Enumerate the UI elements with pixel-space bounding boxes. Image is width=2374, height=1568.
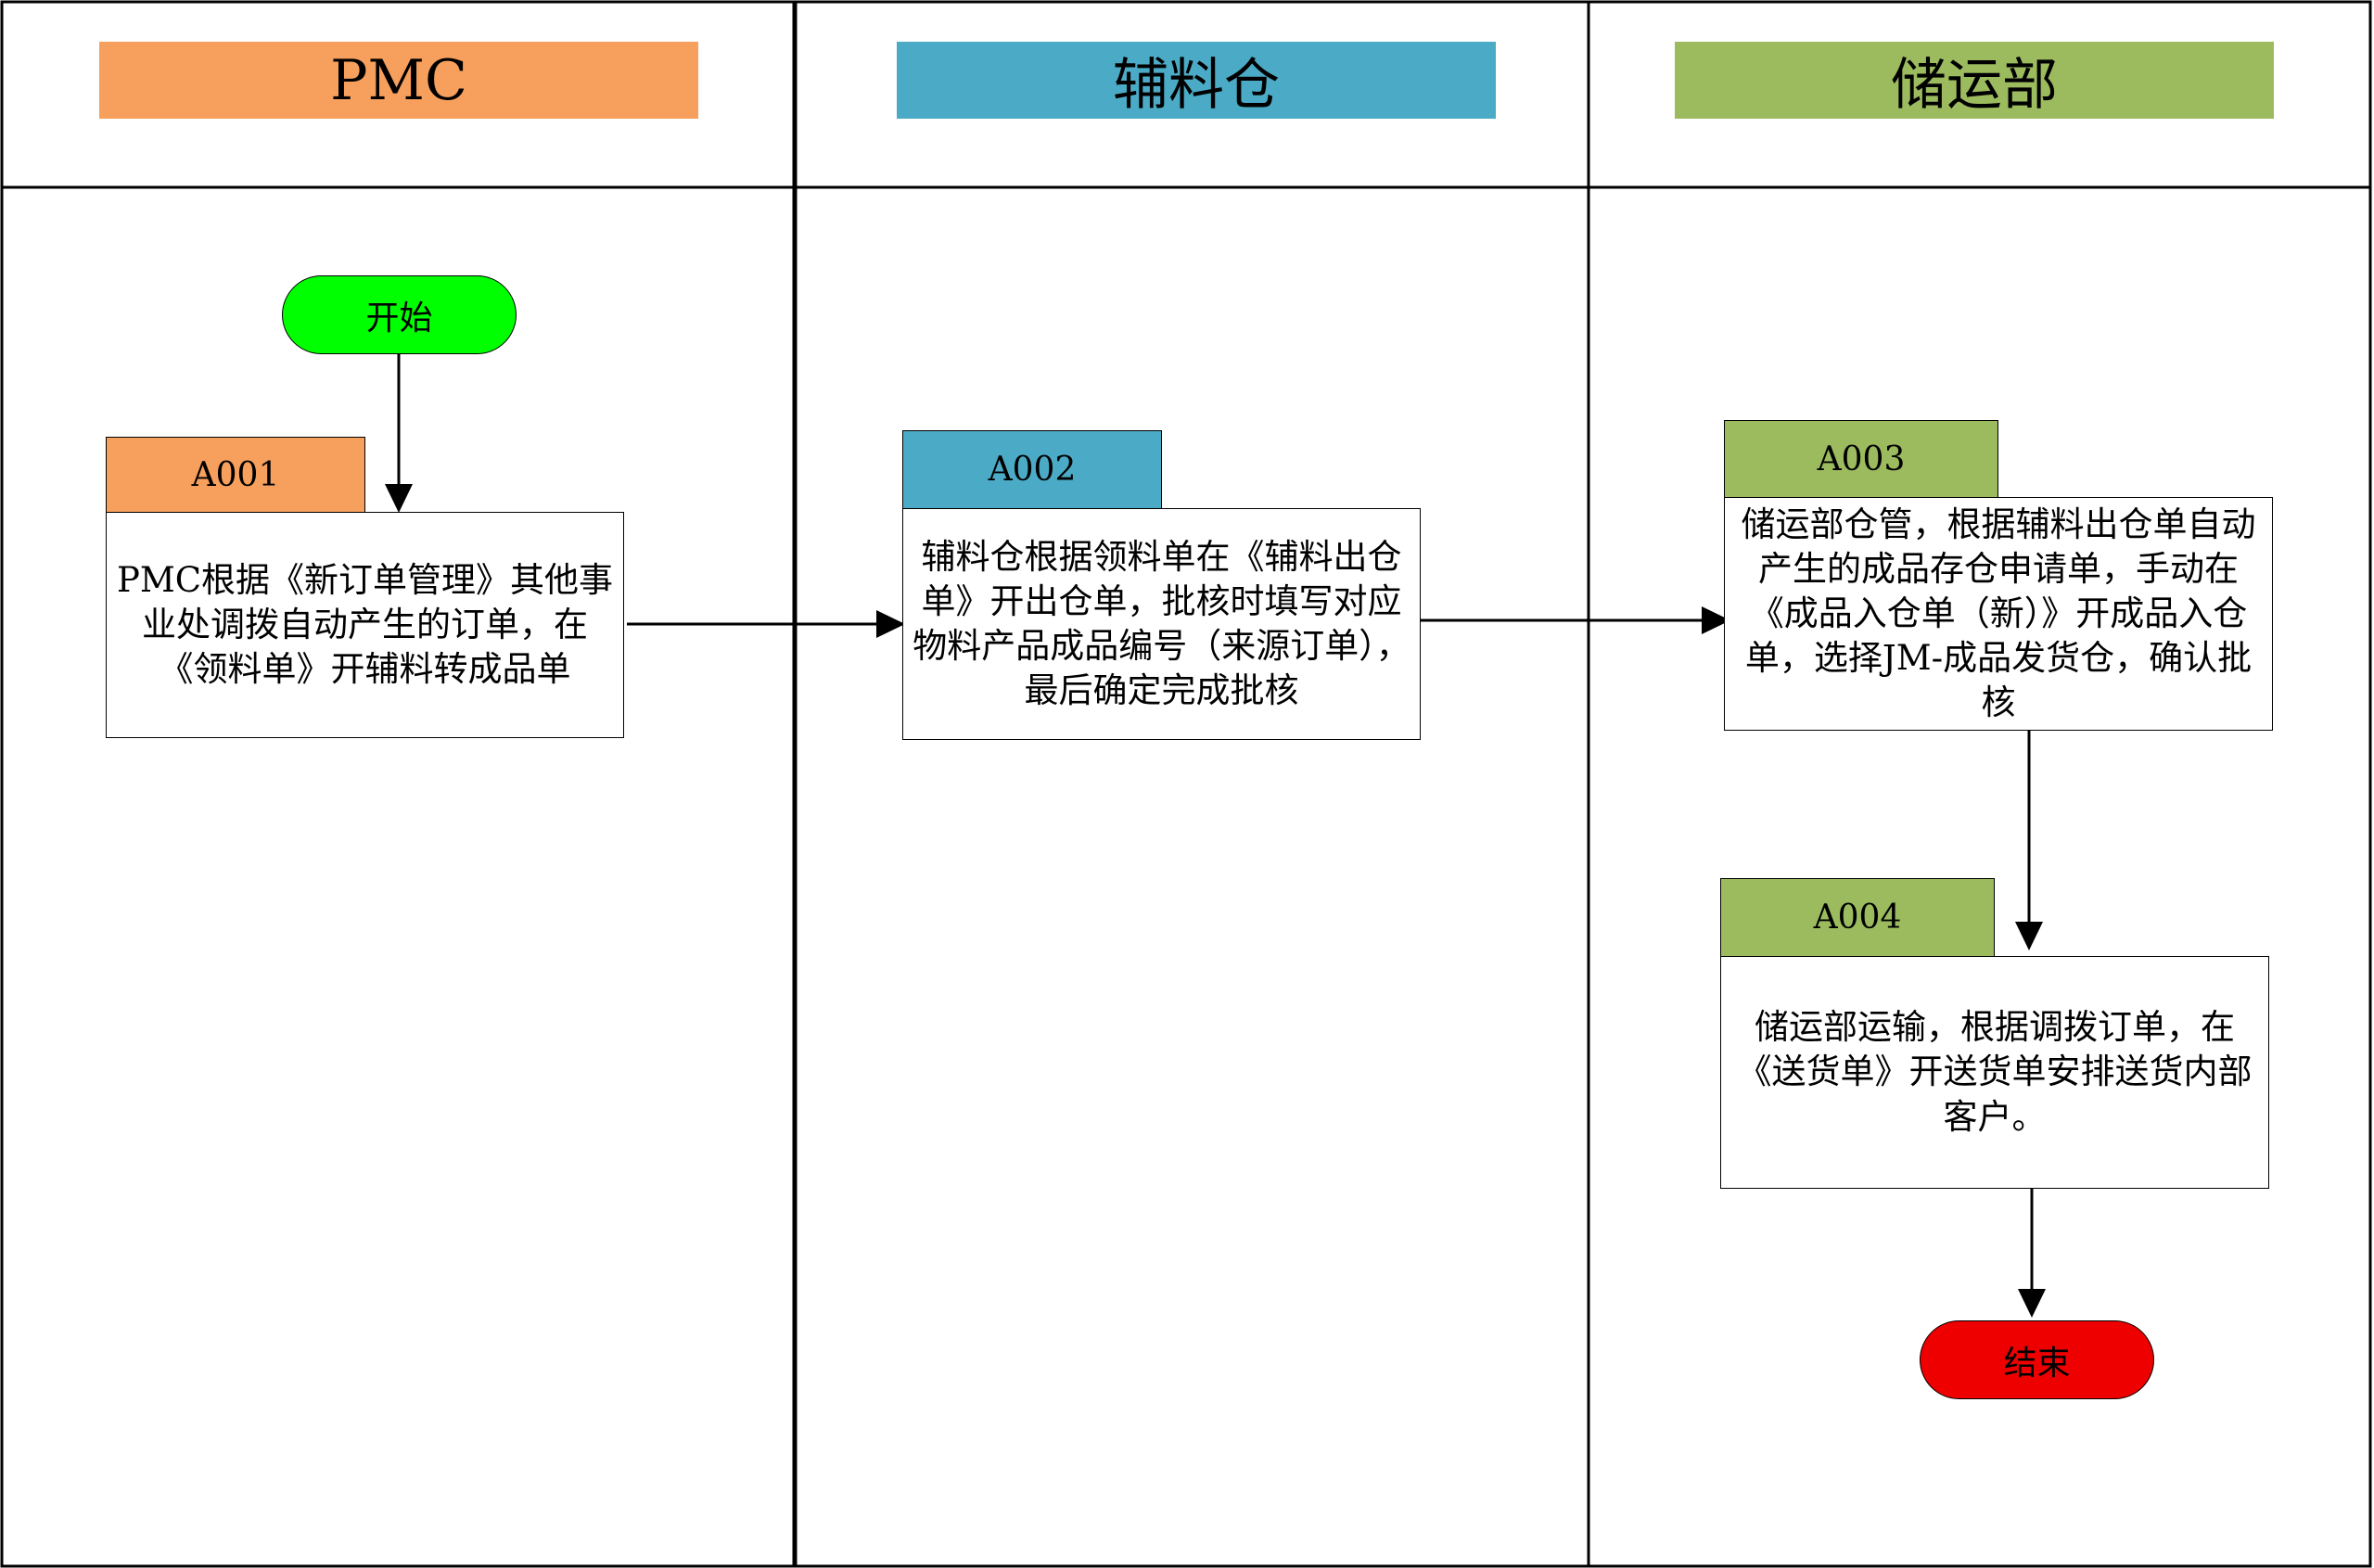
step-a003-box: 储运部仓管，根据辅料出仓单自动产生的成品存仓申请单，手动在《成品入仓单（新）》开…: [1724, 497, 2273, 731]
lane-header-auxiliary-warehouse: 辅料仓: [897, 42, 1496, 119]
arrowhead-start-to-a001: [385, 484, 413, 513]
arrowhead-a002-to-a003: [1702, 606, 1730, 634]
arrowhead-a001-to-a002: [876, 610, 905, 638]
arrowhead-a004-to-end: [2018, 1289, 2046, 1318]
lane-header-pmc: PMC: [99, 42, 698, 119]
step-a001-tab: A001: [106, 437, 365, 513]
end-terminal: 结束: [1920, 1320, 2154, 1399]
step-a002-tab: A002: [902, 430, 1162, 509]
step-a004-tab: A004: [1720, 878, 1995, 957]
connectors: [385, 354, 2046, 1318]
step-a004-box: 储运部运输，根据调拨订单，在《送货单》开送货单安排送货内部客户。: [1720, 956, 2269, 1189]
step-a001-box: PMC根据《新订单管理》其他事业处调拨自动产生的订单，在《领料单》开辅料转成品单: [106, 512, 624, 738]
step-a003-tab: A003: [1724, 420, 1998, 499]
start-terminal: 开始: [282, 275, 517, 354]
arrowhead-a003-to-a004: [2015, 922, 2043, 950]
lane-header-logistics: 储运部: [1675, 42, 2274, 119]
step-a002-box: 辅料仓根据领料单在《辅料出仓单》开出仓单，批核时填写对应物料产品成品编号（来源订…: [902, 508, 1421, 740]
